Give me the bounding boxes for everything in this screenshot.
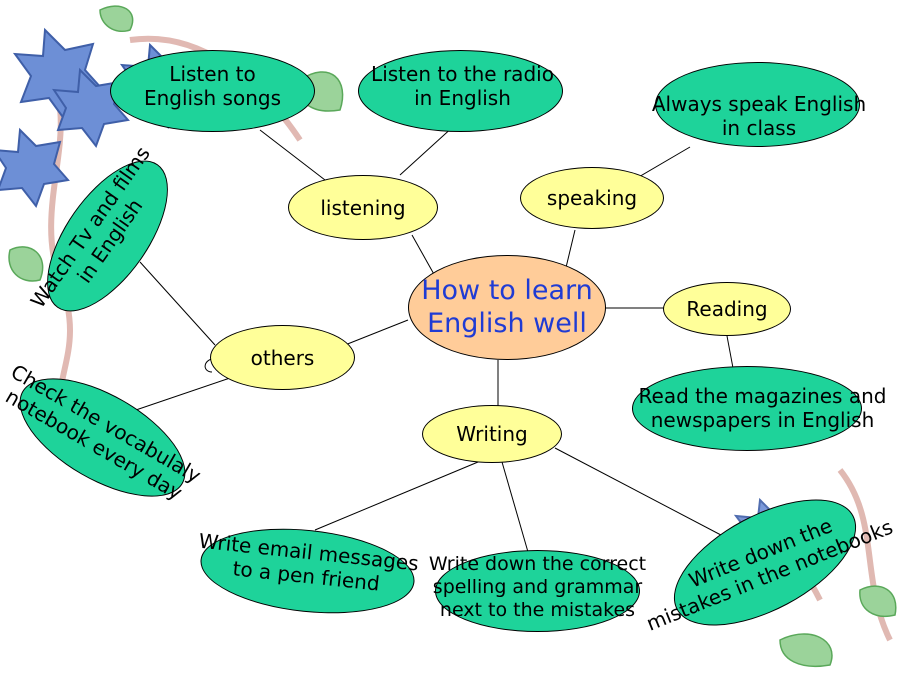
leaf-speak-class-label: Always speak English in class [651, 92, 867, 140]
branch-listening-label: listening [320, 195, 406, 220]
branch-writing: Writing [422, 405, 562, 463]
leaf-write-spelling-label: Write down the correct spelling and gram… [428, 553, 647, 621]
center-topic: How to learn English well [408, 255, 606, 360]
branch-writing-label: Writing [456, 422, 528, 446]
leaf-listen-songs-label: Listen to English songs [143, 62, 282, 110]
branch-listening: listening [288, 175, 438, 240]
leaf-read-mags-label: Read the magazines and newspapers in Eng… [638, 384, 887, 432]
branch-speaking-label: speaking [546, 186, 638, 210]
branch-others: others [210, 325, 355, 390]
leaf-listen-radio-label: Listen to the radio in English [371, 62, 554, 110]
branch-others-label: others [250, 345, 315, 370]
branch-speaking: speaking [520, 167, 664, 229]
branch-reading: Reading [663, 282, 791, 336]
leaf-listen-songs [110, 50, 315, 132]
leaf-listen-radio [358, 50, 563, 132]
center-topic-label: How to learn English well [421, 275, 593, 339]
branch-reading-label: Reading [686, 297, 768, 321]
leaf-read-mags [632, 366, 862, 451]
connectors [129, 124, 741, 553]
leaf-write-spelling [435, 550, 640, 632]
leaf-speak-class [655, 62, 860, 147]
leaf-icon [779, 585, 897, 667]
